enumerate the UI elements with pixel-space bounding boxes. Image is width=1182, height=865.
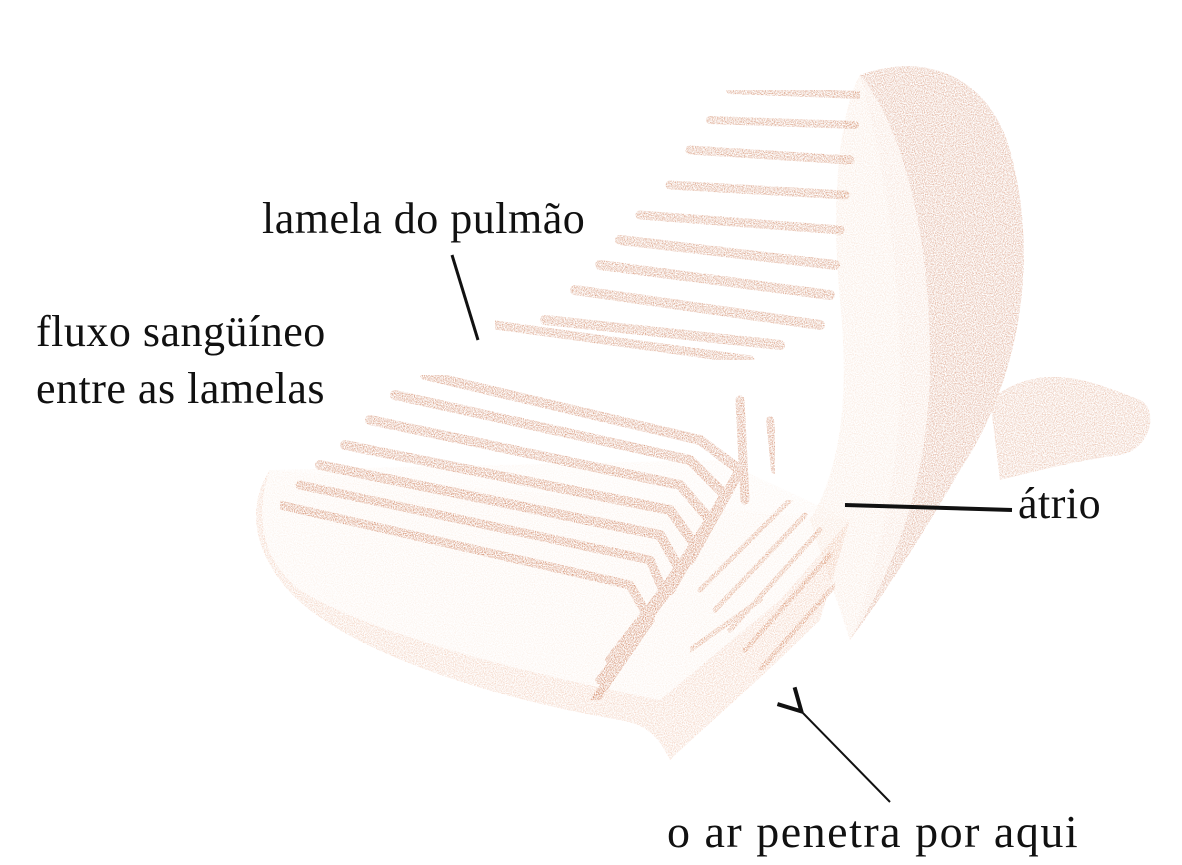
atrium-chamber	[810, 66, 1150, 640]
label-lamela-do-pulmao: lamela do pulmão	[262, 195, 585, 243]
label-fluxo-line1: fluxo sangüíneo	[36, 303, 366, 360]
label-atrio: átrio	[1018, 480, 1101, 528]
label-fluxo-sanguineo: fluxo sangüíneo entre as lamelas	[36, 303, 366, 417]
label-fluxo-line2: entre as lamelas	[36, 360, 366, 417]
ar-arrow	[800, 710, 890, 802]
lamella-sheet	[256, 460, 850, 760]
label-ar-penetra: o ar penetra por aqui	[667, 807, 1079, 858]
lamela-pointer	[452, 255, 478, 340]
